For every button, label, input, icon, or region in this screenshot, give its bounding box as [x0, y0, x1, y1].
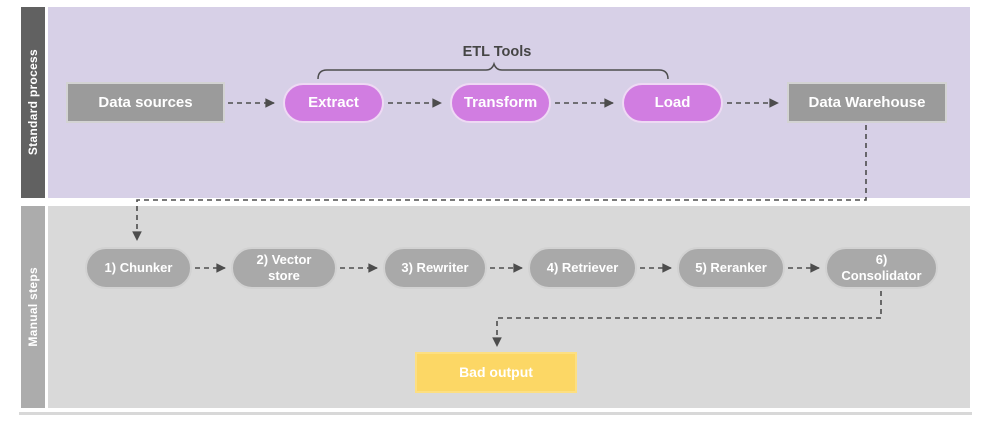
- node-data-sources: Data sources: [66, 82, 225, 123]
- node-reranker: 5) Reranker: [677, 247, 785, 289]
- node-transform: Transform: [450, 83, 551, 123]
- node-bad-output: Bad output: [415, 352, 577, 393]
- node-retriever: 4) Retriever: [528, 247, 637, 289]
- node-chunker: 1) Chunker: [85, 247, 192, 289]
- node-data-warehouse: Data Warehouse: [787, 82, 947, 123]
- diagram-bottom-divider: [19, 412, 972, 415]
- node-load: Load: [622, 83, 723, 123]
- node-vector-store: 2) Vector store: [231, 247, 337, 289]
- node-consolidator: 6) Consolidator: [825, 247, 938, 289]
- node-rewriter: 3) Rewriter: [383, 247, 487, 289]
- etl-tools-label: ETL Tools: [462, 44, 532, 60]
- lane-header-standard-process: Standard process: [21, 7, 45, 198]
- lane-label-standard-process: Standard process: [26, 49, 40, 156]
- lane-header-manual-steps: Manual steps: [21, 206, 45, 408]
- node-extract: Extract: [283, 83, 384, 123]
- lane-label-manual-steps: Manual steps: [26, 267, 40, 347]
